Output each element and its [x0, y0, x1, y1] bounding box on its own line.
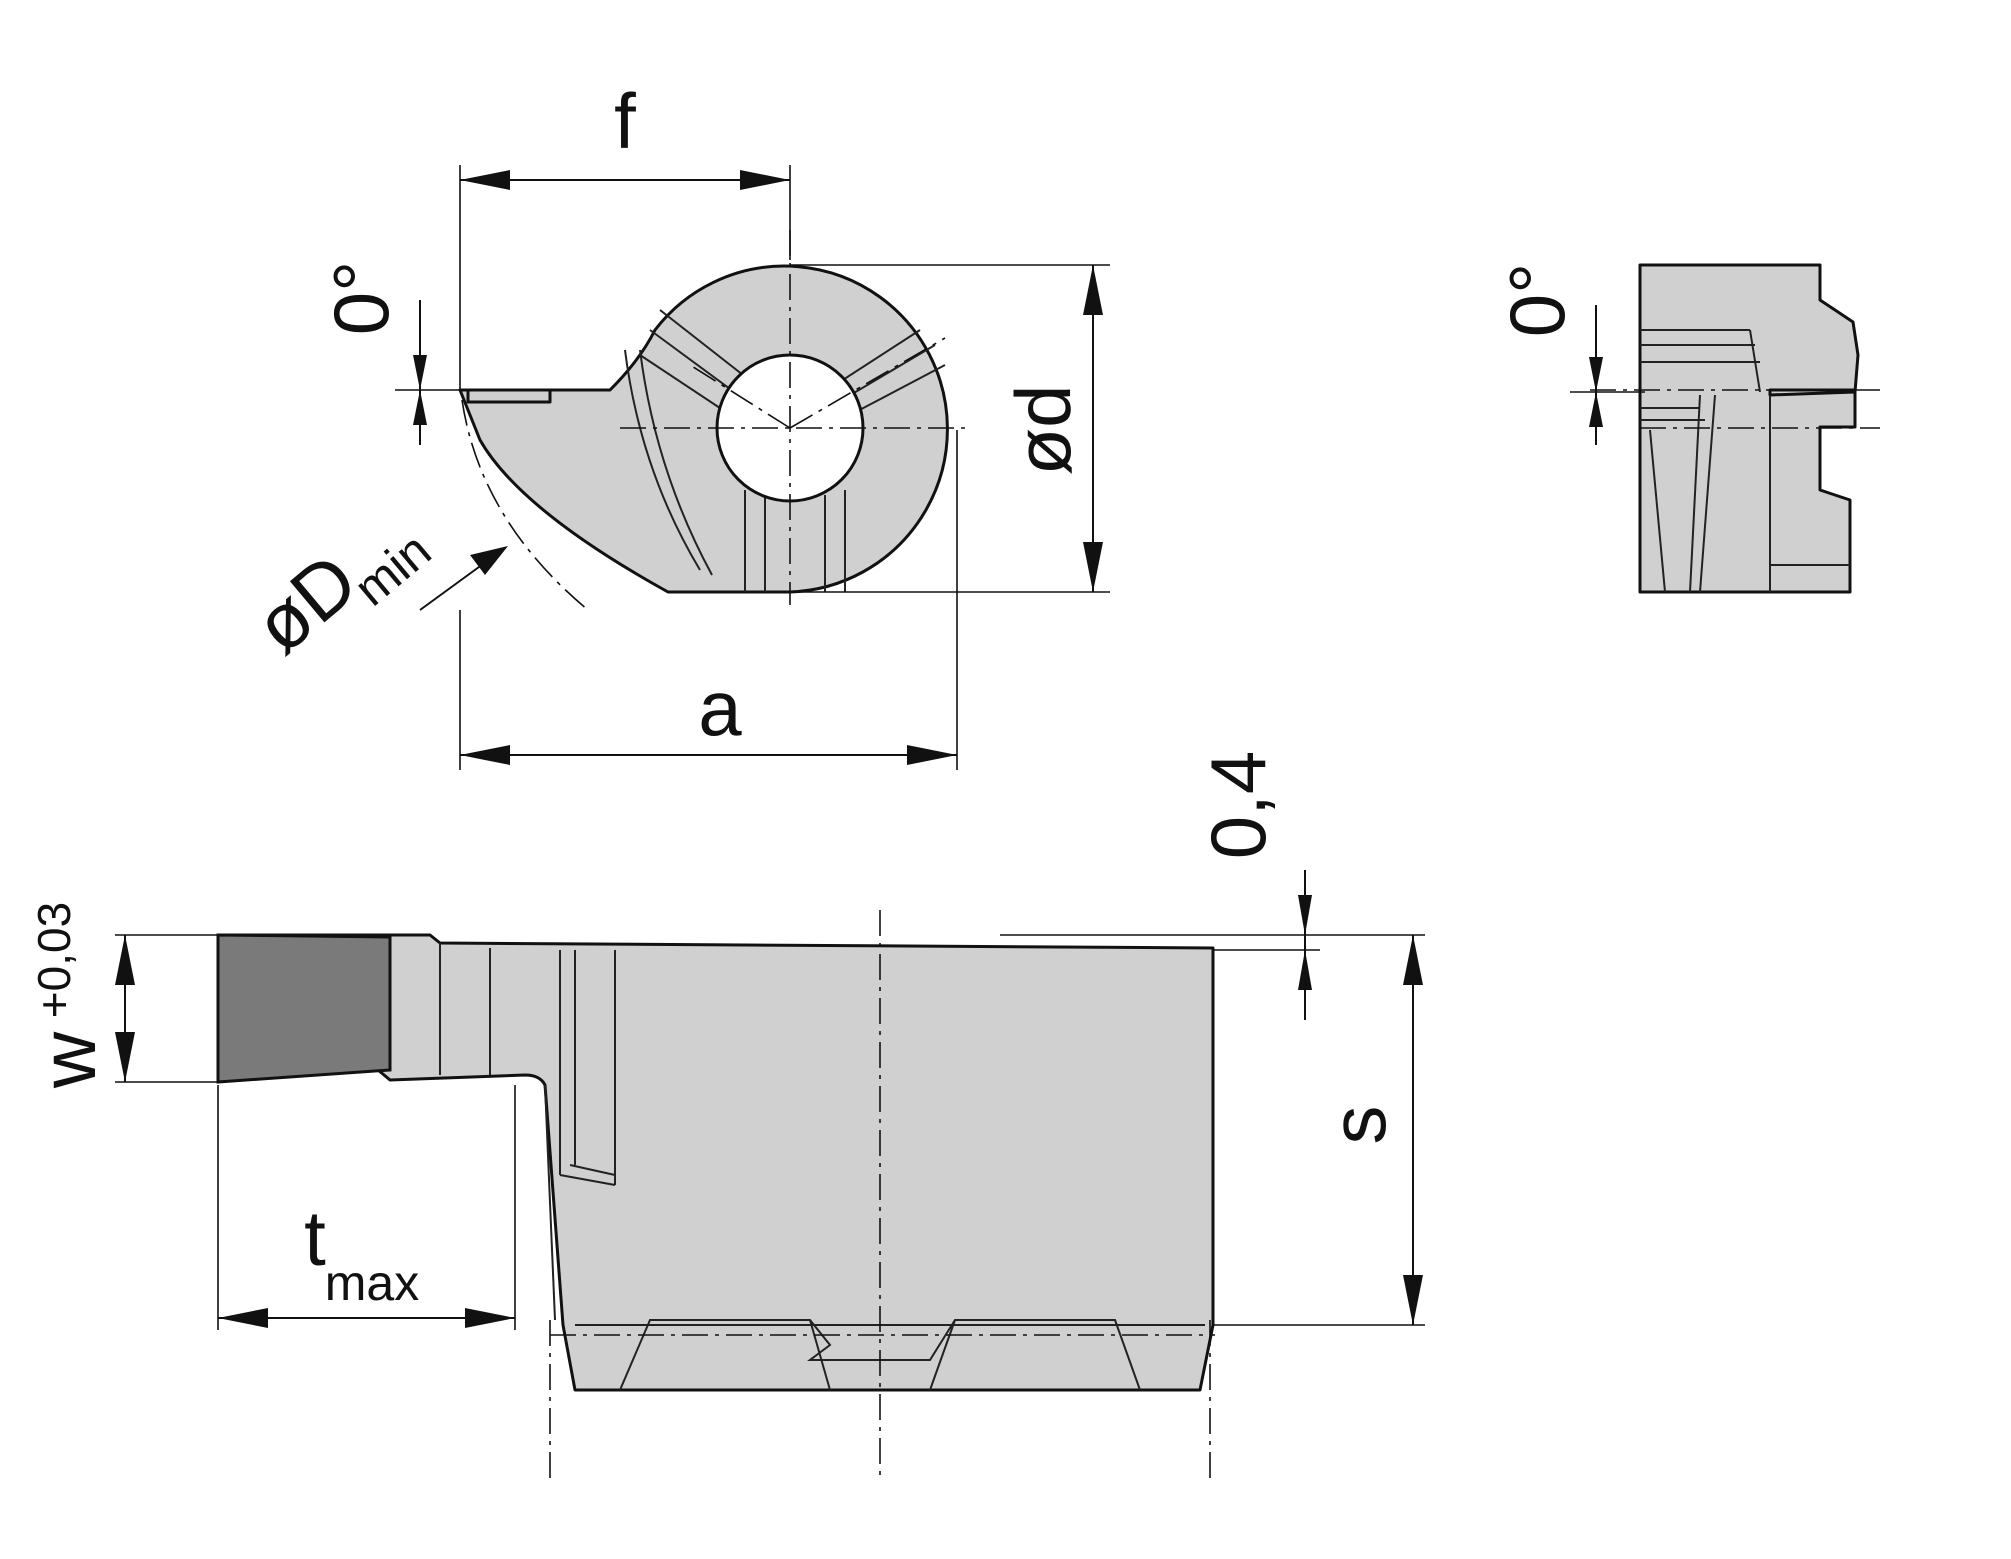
- label-t: t: [304, 1194, 326, 1282]
- label-s: s: [1314, 1106, 1402, 1145]
- bottom-view: w +0,03 t max 0,4 s: [24, 751, 1425, 1485]
- top-view-grooves: [624, 309, 946, 592]
- top-view-body: [458, 264, 949, 594]
- label-angle-right: 0°: [1493, 263, 1581, 338]
- label-t-sub: max: [325, 1255, 419, 1311]
- top-view-tip: [466, 388, 552, 404]
- label-w: w: [24, 1031, 112, 1089]
- carbide-tip: [216, 933, 392, 1084]
- label-w-tolerance: +0,03: [28, 902, 80, 1018]
- bottom-view-body: [216, 933, 1215, 1392]
- label-D: øD: [237, 536, 373, 670]
- label-a: a: [698, 664, 742, 752]
- top-view: f a ød 0° øD min: [237, 77, 1110, 770]
- bottom-teeth: [575, 1319, 1205, 1391]
- label-d: ød: [999, 384, 1087, 475]
- label-angle-top: 0°: [317, 261, 405, 336]
- label-f: f: [614, 77, 636, 165]
- label-offset: 0,4: [1194, 751, 1282, 859]
- side-view: 0°: [1493, 263, 1885, 594]
